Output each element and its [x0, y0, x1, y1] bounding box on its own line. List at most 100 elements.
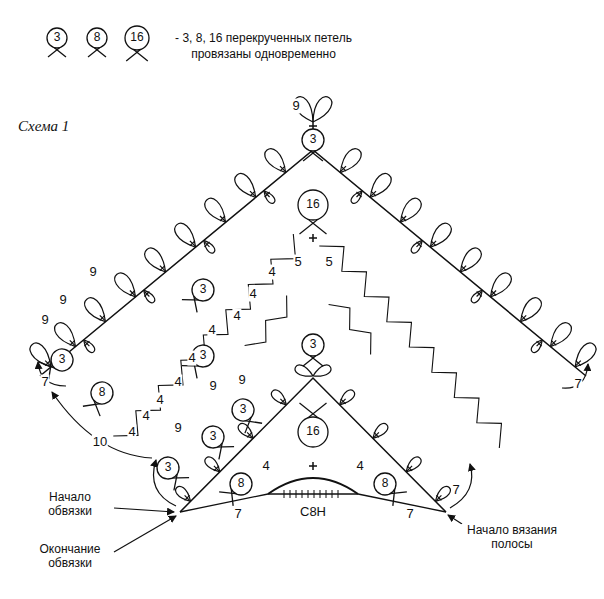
- loop-ring: [369, 468, 400, 499]
- stitch-count: 9: [237, 373, 246, 388]
- loop-count: 3: [200, 283, 207, 296]
- chain-loop: [204, 240, 215, 253]
- leader-line: [448, 515, 462, 524]
- outer-triangle: [40, 150, 586, 376]
- sc-mark: [491, 291, 496, 296]
- loop-count: 3: [210, 430, 217, 443]
- chain-loop: [340, 390, 355, 405]
- sc-mark: [341, 166, 346, 171]
- chain-line: [268, 493, 358, 494]
- chain-loop: [373, 423, 388, 438]
- loop-count: 3: [310, 338, 317, 351]
- sc-mark: [576, 361, 581, 366]
- sc-mark: [100, 315, 105, 320]
- twisted-loop: 3: [45, 27, 69, 57]
- loop-shape: [198, 422, 235, 461]
- chain-loop: [30, 343, 51, 367]
- stitch-count: 7: [233, 507, 242, 522]
- loop-shape: [181, 275, 218, 314]
- chain-loop: [460, 248, 481, 272]
- loop-ring: [298, 417, 328, 447]
- leader-line: [114, 516, 176, 552]
- loop-shape: [218, 468, 256, 506]
- sc-mark: [214, 466, 219, 471]
- chain-loop: [313, 365, 331, 376]
- chain-loop: [175, 223, 196, 247]
- diagram-title: Схема 1: [18, 118, 69, 135]
- loop-shape: [369, 468, 407, 506]
- stitch-count: 4: [155, 393, 164, 408]
- loop-shape: [153, 453, 190, 492]
- twisted-loop: 3: [230, 398, 256, 431]
- sc-mark: [436, 495, 441, 500]
- sc-mark: [130, 291, 135, 296]
- stitch-count: 4: [127, 425, 136, 440]
- legend-text: - 3, 8, 16 перекрученных петель провязан…: [156, 30, 371, 62]
- twisted-loop: 8: [85, 27, 109, 57]
- loop-ring: [198, 422, 229, 453]
- stitch-count: 7: [451, 483, 460, 498]
- chain-loop: [235, 174, 256, 198]
- zigzag-chain: [113, 234, 295, 436]
- twisted-loop: 3: [300, 128, 326, 161]
- annotation: Начало вязания полосы: [456, 524, 568, 552]
- plus-mark: [309, 234, 317, 242]
- chain-loop: [84, 340, 95, 353]
- loop-shape: [298, 190, 328, 234]
- stitch-count: 4: [173, 375, 182, 390]
- loop-ring: [188, 275, 219, 306]
- loop-shape: [125, 26, 149, 61]
- twisted-loop: 8: [372, 472, 398, 505]
- stitch-count: 4: [207, 323, 216, 338]
- chain-loop: [144, 290, 155, 303]
- loop-ring: [125, 26, 149, 50]
- twisted-loop: 8: [228, 472, 254, 505]
- loop-ring: [228, 395, 258, 425]
- sc-mark: [401, 216, 406, 221]
- sc-mark: [190, 241, 195, 246]
- loop-outline: [296, 189, 330, 234]
- chain-loop: [406, 457, 421, 472]
- stitch-count: 7: [573, 377, 582, 392]
- loops-and-zigzags: [30, 97, 596, 502]
- chain-loop: [370, 174, 391, 198]
- sc-mark: [205, 242, 210, 247]
- sc-mark: [250, 191, 255, 196]
- chain-loop: [551, 323, 572, 347]
- loop-ring: [302, 334, 324, 356]
- sc-mark: [374, 432, 379, 437]
- twisted-loop: 3: [155, 456, 181, 489]
- inner-triangle: [180, 378, 446, 512]
- loop-ring: [188, 341, 219, 372]
- zigzag-chain: [329, 305, 371, 355]
- loop-ring: [47, 345, 77, 375]
- chain-loop: [340, 149, 361, 173]
- sc-mark: [431, 241, 436, 246]
- chain-loop: [176, 486, 191, 501]
- loop-count: 8: [238, 477, 245, 490]
- sc-mark: [371, 191, 376, 196]
- sc-mark: [220, 216, 225, 221]
- loop-count: 16: [306, 198, 319, 211]
- twisted-loop: 16: [296, 416, 330, 461]
- twisted-loop: 3: [49, 348, 75, 381]
- sc-mark: [461, 266, 466, 271]
- sc-mark: [160, 266, 165, 271]
- stitch-count: С8Н: [299, 505, 327, 520]
- stitch-count: 9: [58, 293, 67, 308]
- stitch-count: 4: [232, 309, 241, 324]
- stitch-count: 4: [248, 287, 257, 302]
- sc-mark: [280, 399, 285, 404]
- plus-mark: [309, 462, 317, 470]
- stitch-count: 9: [173, 421, 182, 436]
- chain-loop: [85, 298, 106, 322]
- sc-mark: [357, 192, 362, 197]
- chain-loop: [265, 149, 286, 173]
- loop-shape: [47, 28, 67, 57]
- chain-loop: [205, 198, 226, 222]
- chain-loop: [271, 390, 286, 405]
- loop-shape: [302, 129, 324, 161]
- leader-line: [114, 508, 174, 512]
- chain-loop: [521, 298, 542, 322]
- stitch-count: 4: [355, 459, 364, 474]
